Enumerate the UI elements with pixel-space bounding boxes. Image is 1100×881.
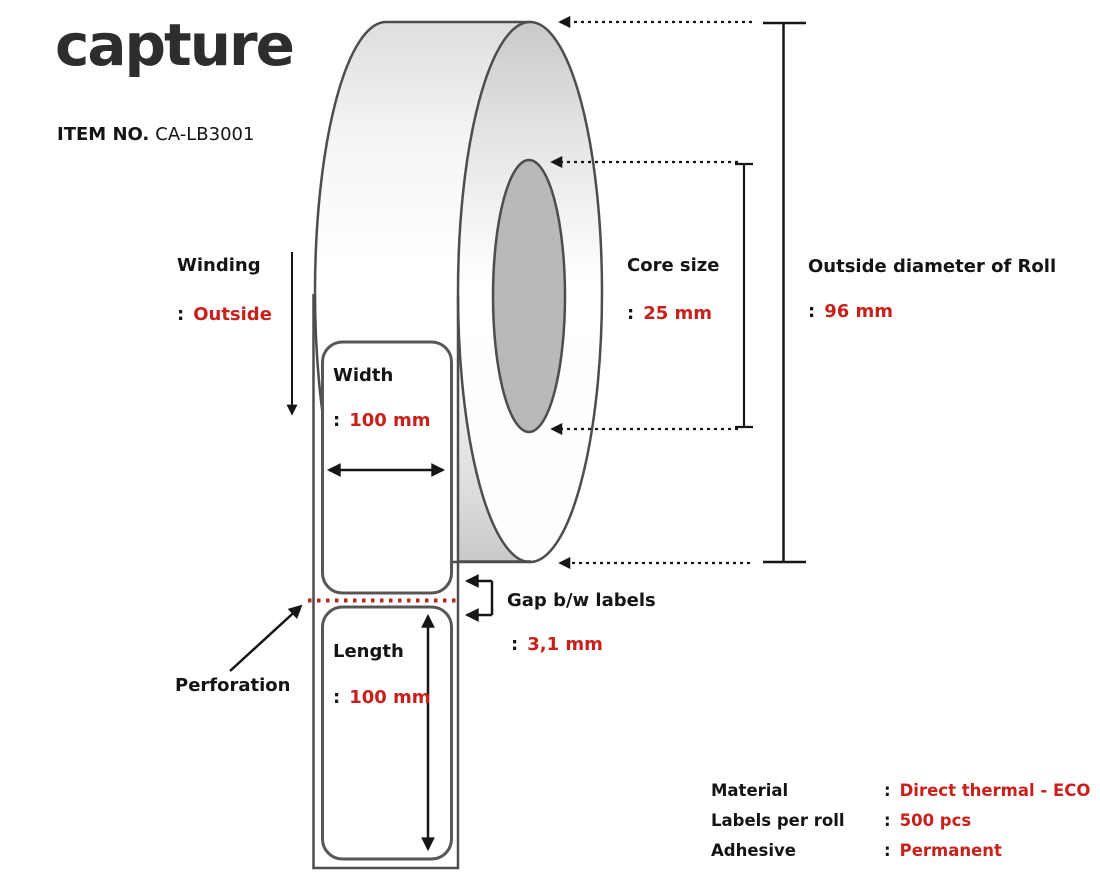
material-label: Material <box>711 781 789 800</box>
gap-value: :3,1 mm <box>511 634 603 656</box>
liner-strip <box>312 294 460 870</box>
width-value-text: 100 mm <box>349 410 431 431</box>
outside-diameter-value-text: 96 mm <box>824 301 894 322</box>
length-value: :100 mm <box>333 687 431 709</box>
core-size-label: Core size <box>627 255 720 276</box>
outside-diameter-value: :96 mm <box>808 301 893 323</box>
winding-value: : Outside <box>177 304 272 326</box>
colon: : <box>177 304 185 325</box>
length-label: Length <box>333 641 404 662</box>
roll-core <box>491 158 567 434</box>
item-number-label: ITEM NO. <box>57 124 150 145</box>
spec-row-adhesive: Adhesive : Permanent <box>711 841 1090 871</box>
colon: : <box>511 634 519 655</box>
spec-table: Material : Direct thermal - ECO Labels pe… <box>711 781 1090 871</box>
colon: : <box>884 811 891 830</box>
outside-diameter-label: Outside diameter of Roll <box>808 256 1057 277</box>
brand-logo: capture <box>55 11 295 79</box>
gap-label: Gap b/w labels <box>507 590 656 611</box>
material-value: : Direct thermal - ECO <box>884 781 1090 800</box>
labels-per-roll-value: :500 pcs <box>884 811 971 830</box>
width-label: Width <box>333 365 394 386</box>
gap-value-text: 3,1 mm <box>527 634 603 655</box>
labels-per-roll-label: Labels per roll <box>711 811 845 830</box>
adhesive-value-text: Permanent <box>899 841 1002 860</box>
core-size-value: :25 mm <box>627 303 712 325</box>
spec-row-material: Material : Direct thermal - ECO <box>711 781 1090 811</box>
colon: : <box>333 410 341 431</box>
width-value: :100 mm <box>333 410 431 432</box>
colon: : <box>884 841 891 860</box>
item-number-value: CA-LB3001 <box>155 124 255 145</box>
colon: : <box>333 687 341 708</box>
core-size-measure-line <box>735 162 753 429</box>
label-2 <box>321 605 453 861</box>
adhesive-label: Adhesive <box>711 841 796 860</box>
roll-paper-wedge <box>458 296 530 561</box>
length-value-text: 100 mm <box>349 687 431 708</box>
item-number: ITEM NO.CA-LB3001 <box>57 124 254 145</box>
colon: : <box>627 303 635 324</box>
outside-diameter-measure-line <box>763 21 806 564</box>
spec-row-labels-per-roll: Labels per roll :500 pcs <box>711 811 1090 841</box>
material-value-text: Direct thermal - ECO <box>899 781 1091 800</box>
adhesive-value: : Permanent <box>884 841 1002 860</box>
core-size-value-text: 25 mm <box>643 303 713 324</box>
perforation-arrow <box>229 604 303 672</box>
winding-label: Winding <box>177 255 261 276</box>
gap-bracket-arrows <box>464 574 494 622</box>
colon: : <box>808 301 816 322</box>
colon: : <box>884 781 891 800</box>
winding-value-text: Outside <box>193 304 272 325</box>
perforation-label: Perforation <box>175 675 291 696</box>
labels-per-roll-value-text: 500 pcs <box>899 811 972 830</box>
